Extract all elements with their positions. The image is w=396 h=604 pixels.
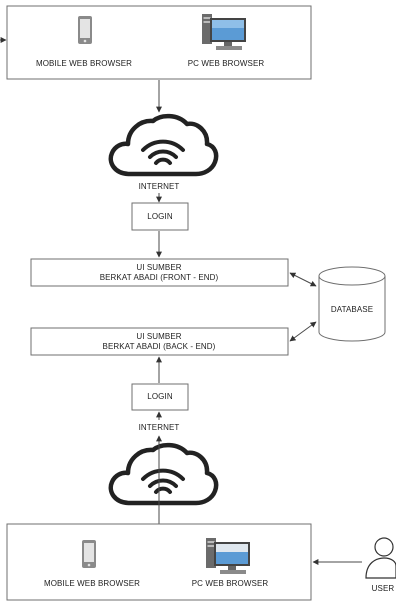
desktop-pc-icon [202,14,246,50]
user-label: USER [372,584,395,593]
user-person-icon [365,537,396,579]
desktop-pc-icon [206,538,250,574]
top-client-panel: MOBILE WEB BROWSER PC WEB BROWSER [0,5,312,80]
login-top-label: LOGIN [147,212,173,221]
backend-line1: UI SUMBER [136,332,181,341]
mobile-phone-icon [78,16,92,44]
internet-top-label: INTERNET [139,182,180,191]
cloud-wifi-icon [108,442,219,506]
internet-bottom-label: INTERNET [139,423,180,432]
frontend-line1: UI SUMBER [136,263,181,272]
login-top-box: LOGIN [131,202,189,231]
bottom-mobile-label: MOBILE WEB BROWSER [44,579,140,588]
bottom-client-panel: MOBILE WEB BROWSER PC WEB BROWSER [6,523,312,601]
login-bottom-box: LOGIN [131,383,189,411]
database-label: DATABASE [331,305,373,314]
arrow-frontend-database [289,272,317,287]
backend-line2: BERKAT ABADI (BACK - END) [103,342,216,351]
cloud-wifi-icon [108,113,219,177]
backend-box: UI SUMBER BERKAT ABADI (BACK - END) [30,327,289,356]
top-mobile-label: MOBILE WEB BROWSER [36,59,132,68]
mobile-phone-icon [82,540,96,568]
database-cylinder-icon: DATABASE [318,266,386,342]
login-bottom-label: LOGIN [147,392,173,401]
bottom-pc-label: PC WEB BROWSER [192,579,269,588]
arrow-backend-database [289,321,317,342]
frontend-box: UI SUMBER BERKAT ABADI (FRONT - END) [30,258,289,287]
frontend-line2: BERKAT ABADI (FRONT - END) [100,273,219,282]
top-pc-label: PC WEB BROWSER [188,59,265,68]
